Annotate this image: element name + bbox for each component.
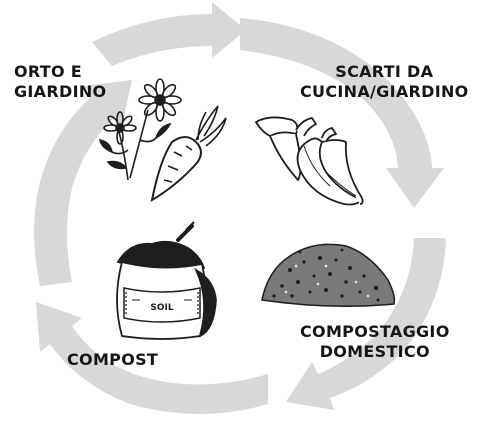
banana-peels-icon bbox=[256, 117, 363, 204]
stage-label-home-composting: COMPOSTAGGIO DOMESTICO bbox=[300, 322, 450, 362]
stage-label-line: COMPOST bbox=[67, 350, 158, 370]
arrow-left bbox=[34, 80, 132, 286]
stage-label-garden: ORTO E GIARDINO bbox=[14, 62, 106, 102]
stage-label-line: SCARTI DA bbox=[300, 62, 469, 82]
stage-label-line: GIARDINO bbox=[14, 82, 106, 102]
stage-label-line: CUCINA/GIARDINO bbox=[300, 82, 469, 102]
arrow-top bbox=[92, 2, 246, 66]
stage-label-kitchen-scraps: SCARTI DA CUCINA/GIARDINO bbox=[300, 62, 469, 102]
compost-heap-icon bbox=[262, 244, 394, 306]
stage-label-line: DOMESTICO bbox=[300, 342, 450, 362]
stage-label-line: COMPOSTAGGIO bbox=[300, 322, 450, 342]
soil-bag-label: SOIL bbox=[150, 303, 173, 313]
arrow-right-top bbox=[240, 18, 444, 208]
soil-sack-icon: SOIL bbox=[117, 222, 216, 339]
stage-label-line: ORTO E bbox=[14, 62, 106, 82]
stage-label-compost: COMPOST bbox=[67, 350, 158, 370]
